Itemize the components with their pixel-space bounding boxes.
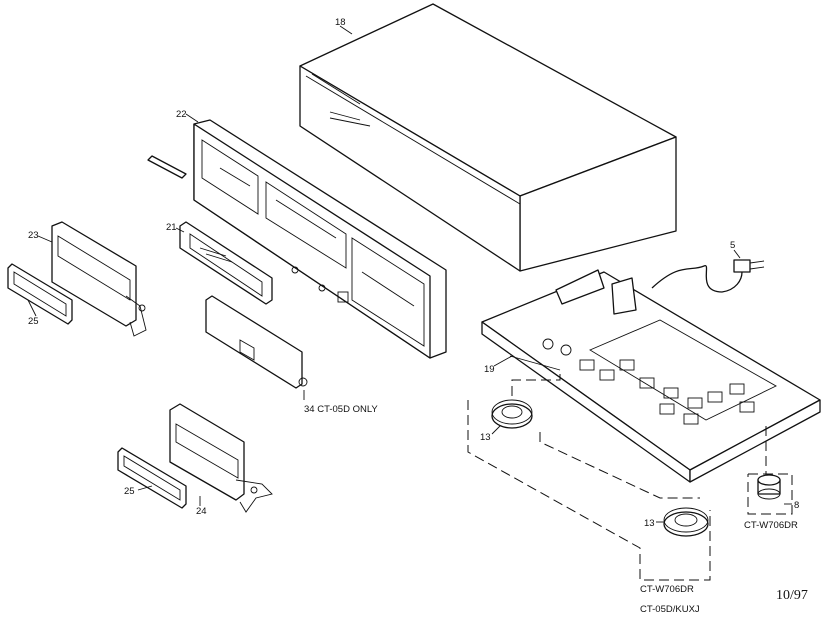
dashed-leaders [467, 372, 793, 581]
cassette-door-part-24 [169, 403, 273, 513]
label-part-13-lower: 13 [644, 518, 655, 529]
label-part-13-upper: 13 [480, 432, 491, 443]
label-part-25-upper: 25 [28, 316, 39, 327]
label-part-24: 24 [196, 506, 207, 517]
foot-part-13-lower [663, 507, 709, 537]
cassette-door-part-34 [205, 295, 308, 389]
power-cord-part-5 [651, 259, 765, 293]
door-window-part-25-upper [7, 263, 73, 325]
top-cover-part-18 [299, 3, 677, 272]
label-part-21: 21 [166, 222, 177, 233]
cassette-door-part-23 [51, 221, 147, 337]
label-part-23: 23 [28, 230, 39, 241]
label-part-22: 22 [176, 109, 187, 120]
label-part-19: 19 [484, 364, 495, 375]
display-window-part-21 [179, 221, 273, 305]
label-part-25-lower: 25 [124, 486, 135, 497]
door-window-part-25-lower [117, 447, 187, 509]
label-model-w706dr-right: CT-W706DR [744, 520, 798, 531]
rod-part [147, 155, 187, 179]
label-part-8: 8 [794, 500, 799, 511]
foot-part-8 [757, 474, 781, 500]
label-part-5: 5 [730, 240, 735, 251]
label-model-w706dr-bottom: CT-W706DR [640, 584, 694, 595]
leader-lines [27, 25, 792, 523]
foot-part-13-upper [491, 399, 533, 429]
label-model-05dkuxj: CT-05D/KUXJ [640, 604, 700, 615]
label-part-18: 18 [335, 17, 346, 28]
chassis-part [481, 269, 821, 483]
front-panel-part-22 [193, 119, 447, 359]
label-part-34: 34 CT-05D ONLY [304, 404, 378, 415]
revision-date: 10/97 [776, 588, 808, 603]
